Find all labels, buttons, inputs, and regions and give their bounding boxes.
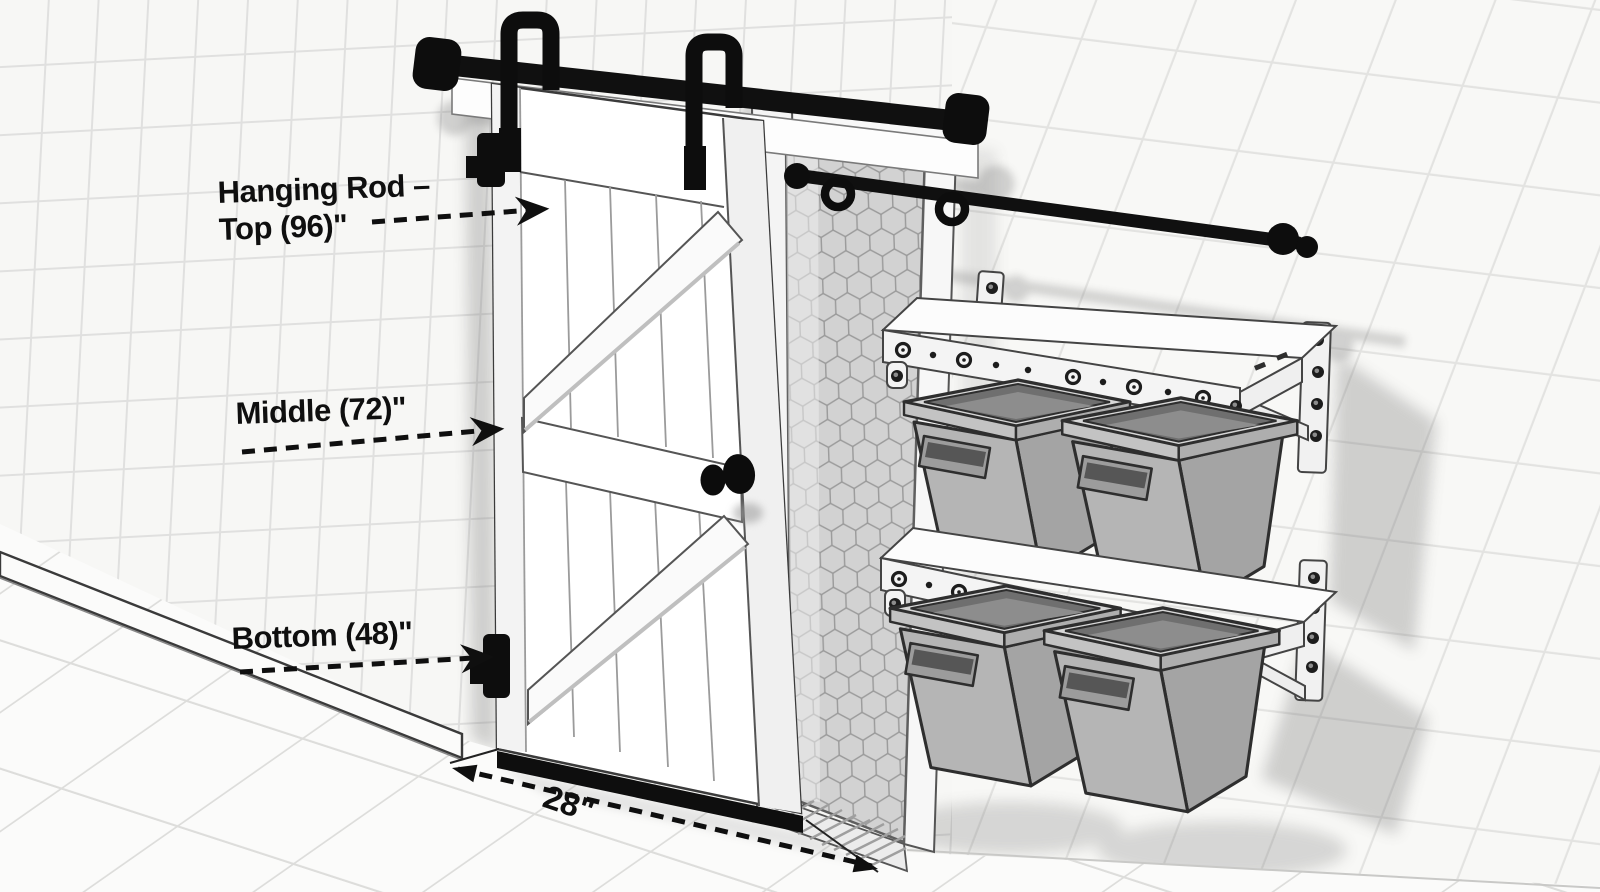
- dimension-line: [457, 766, 873, 869]
- baseboard-bottom-line: [0, 577, 463, 761]
- label-hanging-rod-line1: Hanging Rod –: [217, 168, 431, 210]
- rod-endcap-left: [784, 163, 810, 189]
- door-handle-small-knob: [700, 464, 726, 496]
- floor-wall-line-right: [906, 849, 1600, 889]
- floor-tiles: [0, 524, 1600, 892]
- hanging-rod: [784, 163, 1318, 258]
- door-brace-upper-shade: [523, 241, 741, 432]
- mesh-reveal-highlight: [786, 138, 820, 802]
- track-endcap-left: [412, 36, 462, 92]
- door-left-stile: [492, 84, 526, 752]
- upper-shelf-shadow: [1329, 355, 1437, 651]
- door-brace-lower-shade: [527, 545, 747, 724]
- upper-shelf: [880, 270, 1339, 474]
- track-endcap-right: [942, 92, 990, 146]
- rod-bar: [788, 168, 1305, 250]
- door-right-stile: [723, 118, 801, 813]
- rod-ring-1: [820, 176, 856, 212]
- label-middle: Middle (72)": [235, 390, 407, 431]
- track-hanger-2: [685, 33, 743, 184]
- label-hanging-rod-line2: Top (96)": [218, 208, 348, 247]
- leader-hanging-rod-top: [371, 196, 550, 226]
- rod-ring-shadow-2: [1002, 275, 1030, 303]
- door-handle-knob: [722, 454, 756, 494]
- baseboard: [0, 550, 464, 760]
- track-rail: [429, 53, 977, 133]
- label-hanging-rod-top: Hanging Rod – Top (96)": [217, 168, 431, 247]
- label-bottom: Bottom (48)": [231, 615, 413, 656]
- annotations: Hanging Rod – Top (96)" Middle (72)" Bot…: [217, 168, 879, 873]
- track-hanger-1: [500, 11, 560, 166]
- dimension-arrow-right: [852, 854, 878, 873]
- track-hangers: [499, 11, 743, 190]
- barn-door: [466, 82, 803, 833]
- rod-finial-ball: [1267, 223, 1299, 255]
- rod-ring-2: [934, 191, 970, 227]
- door-floor-shadow: [500, 768, 858, 862]
- lower-shelf-top: [878, 526, 1339, 624]
- upper-shelf-rivets: [894, 341, 1212, 407]
- track-hanger-2-plate: [684, 146, 706, 190]
- floor: [0, 524, 1600, 892]
- door-handle-shadow: [733, 503, 763, 523]
- door-edge-clamp: [466, 133, 505, 187]
- dimension-arrow-left: [452, 764, 478, 783]
- door-bottom-guide-rail: [497, 751, 803, 833]
- leader-bottom: [239, 644, 495, 675]
- track-hanger-1-plate: [499, 128, 521, 172]
- rod-finial-cap: [1296, 236, 1318, 258]
- upper-shelf-top: [880, 296, 1339, 360]
- dimension-ext-left: [449, 748, 500, 764]
